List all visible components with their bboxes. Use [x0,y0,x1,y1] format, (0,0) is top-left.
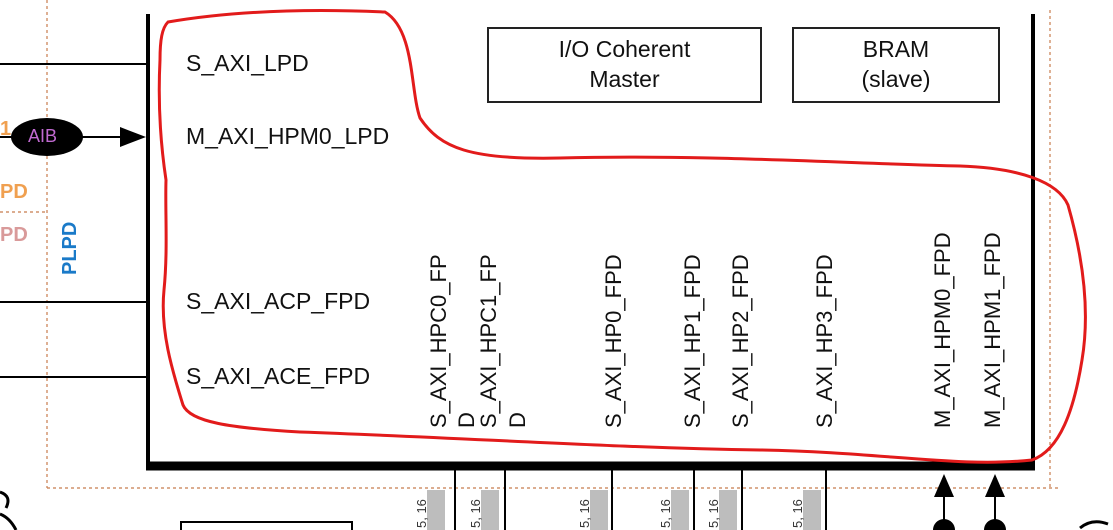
left-edge-number: 1 [0,118,12,140]
bram-line2: (slave) [861,66,931,92]
bottom-block-fragment [180,521,353,530]
pd-pink-label: PD [0,224,28,246]
vport-hpc0-cont: D [454,412,479,428]
bus-tag-hpc1: 5, 16 [468,490,499,530]
bus-tag-hp1: 5, 16 [658,490,689,530]
vport-hpc1-cont: D [505,412,530,428]
plpd-label: PLPD [59,221,81,275]
arrow-head-right [120,127,146,147]
arrow-head-up-hpm0 [934,474,954,497]
bus-tag-hp2-text: 5, 16 [706,499,721,528]
arrow-head-up-hpm1 [985,474,1005,497]
vport-hp2: S_AXI_HP2_FPD [728,254,753,428]
aib-label: AIB [28,126,58,146]
io-coherent-line2: Master [589,66,660,92]
vport-hp3: S_AXI_HP3_FPD [812,254,837,428]
bus-tag-hp2: 5, 16 [706,490,737,530]
port-label-s-axi-lpd: S_AXI_LPD [186,50,309,76]
aib-ellipse [11,118,83,156]
pd-orange-label: PD [0,181,28,203]
bram-slave-box: BRAM (slave) [792,27,1000,103]
vport-m-hpm0-fpd: M_AXI_HPM0_FPD [930,232,955,428]
vport-m-hpm1-fpd: M_AXI_HPM1_FPD [980,232,1005,428]
vport-hp0: S_AXI_HP0_FPD [601,254,626,428]
vport-hpc0: S_AXI_HPC0_FP [426,254,451,428]
red-annotation-outline [157,9,1087,464]
bus-tag-hp1-text: 5, 16 [658,499,673,528]
bus-tag-hpc0: 5, 16 [414,490,445,530]
bottom-left-curve [0,490,10,509]
bottom-right-curve [1079,520,1109,530]
bus-tag-hp0-text: 5, 16 [577,499,592,528]
port-label-s-axi-acp-fpd: S_AXI_ACP_FPD [186,288,371,314]
vport-hp1: S_AXI_HP1_FPD [680,254,705,428]
bram-line1: BRAM [862,36,930,63]
vport-hpc1: S_AXI_HPC1_FP [476,254,501,428]
connector-dot-hpm1 [984,519,1006,530]
bus-tag-hp3: 5, 16 [790,490,821,530]
bus-tag-hpc1-text: 5, 16 [468,499,483,528]
bus-tag-hp0: 5, 16 [577,490,608,530]
bus-tag-hp3-text: 5, 16 [790,499,805,528]
bus-tag-hpc0-text: 5, 16 [414,499,429,528]
connector-dot-hpm0 [933,519,955,530]
port-label-s-axi-ace-fpd: S_AXI_ACE_FPD [186,363,371,389]
io-coherent-line1: I/O Coherent [558,36,691,63]
port-label-m-axi-hpm0-lpd: M_AXI_HPM0_LPD [186,123,390,149]
